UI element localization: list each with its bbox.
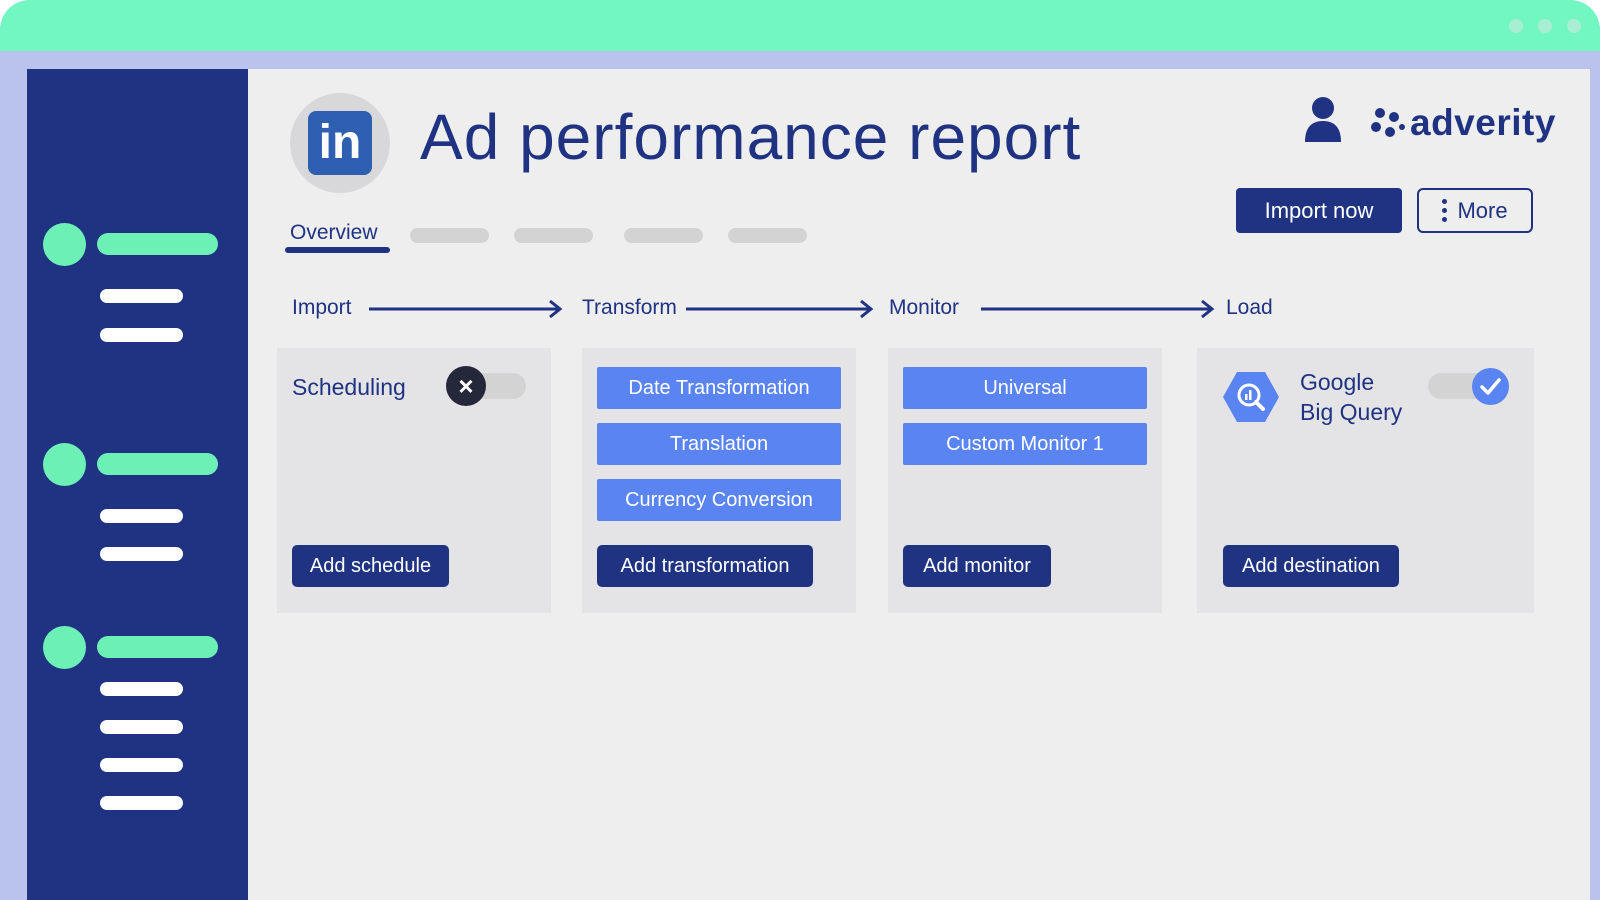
destination-toggle[interactable] — [1428, 366, 1512, 406]
stage-label-load: Load — [1226, 296, 1273, 319]
import-now-button[interactable]: Import now — [1236, 188, 1402, 233]
destination-name: Google Big Query — [1300, 367, 1402, 427]
sidebar-group-title-placeholder[interactable] — [97, 636, 218, 658]
stage-label-transform: Transform — [582, 296, 677, 319]
window-control-dot[interactable] — [1509, 19, 1523, 33]
sidebar-item-placeholder[interactable] — [100, 328, 183, 342]
title-bar — [0, 0, 1600, 51]
transformation-chip[interactable]: Currency Conversion — [597, 479, 841, 521]
scheduling-toggle[interactable]: × — [446, 366, 528, 406]
sidebar-group-title-placeholder[interactable] — [97, 453, 218, 475]
monitor-chip[interactable]: Custom Monitor 1 — [903, 423, 1147, 465]
tab-placeholder[interactable] — [728, 228, 807, 243]
stage-label-import: Import — [292, 296, 352, 319]
close-icon: × — [446, 366, 486, 406]
google-bigquery-icon — [1223, 372, 1279, 422]
sidebar-group-icon[interactable] — [43, 626, 86, 669]
sidebar-item-placeholder[interactable] — [100, 720, 183, 734]
window-control-dot[interactable] — [1567, 19, 1581, 33]
scheduling-label: Scheduling — [292, 374, 406, 400]
tab-placeholder[interactable] — [410, 228, 489, 243]
add-destination-button[interactable]: Add destination — [1223, 545, 1399, 587]
sidebar — [27, 69, 248, 900]
page-title: Ad performance report — [420, 101, 1082, 173]
active-tab-indicator — [285, 247, 390, 253]
sidebar-item-placeholder[interactable] — [100, 682, 183, 696]
more-button[interactable]: More — [1417, 188, 1533, 233]
kebab-menu-icon — [1442, 199, 1448, 222]
transformation-chip[interactable]: Date Transformation — [597, 367, 841, 409]
brand-name: adverity — [1410, 102, 1556, 143]
sidebar-group-icon[interactable] — [43, 443, 86, 486]
destination-name-line: Google — [1300, 369, 1375, 395]
destination-name-line: Big Query — [1300, 399, 1403, 425]
sidebar-group-title-placeholder[interactable] — [97, 233, 218, 255]
adverity-mark-icon — [1371, 108, 1405, 137]
window-control-dot[interactable] — [1538, 19, 1552, 33]
add-transformation-button[interactable]: Add transformation — [597, 545, 813, 587]
flow-arrow-icon — [981, 299, 1215, 319]
sidebar-group-icon[interactable] — [43, 223, 86, 266]
tab-overview[interactable]: Overview — [290, 221, 378, 244]
sidebar-item-placeholder[interactable] — [100, 547, 183, 561]
flow-arrow-icon — [369, 299, 563, 319]
checkmark-icon — [1472, 368, 1509, 405]
transformation-chip[interactable]: Translation — [597, 423, 841, 465]
tab-placeholder[interactable] — [514, 228, 593, 243]
sidebar-item-placeholder[interactable] — [100, 509, 183, 523]
flow-arrow-icon — [686, 299, 874, 319]
linkedin-icon: in — [308, 111, 372, 175]
stage-label-monitor: Monitor — [889, 296, 960, 319]
monitor-chip[interactable]: Universal — [903, 367, 1147, 409]
tab-placeholder[interactable] — [624, 228, 703, 243]
more-label: More — [1457, 197, 1508, 223]
sidebar-item-placeholder[interactable] — [100, 758, 183, 772]
user-icon[interactable] — [1303, 96, 1343, 142]
sidebar-item-placeholder[interactable] — [100, 796, 183, 810]
brand-logo: adverity — [1368, 100, 1556, 146]
add-schedule-button[interactable]: Add schedule — [292, 545, 449, 587]
sidebar-item-placeholder[interactable] — [100, 289, 183, 303]
add-monitor-button[interactable]: Add monitor — [903, 545, 1051, 587]
